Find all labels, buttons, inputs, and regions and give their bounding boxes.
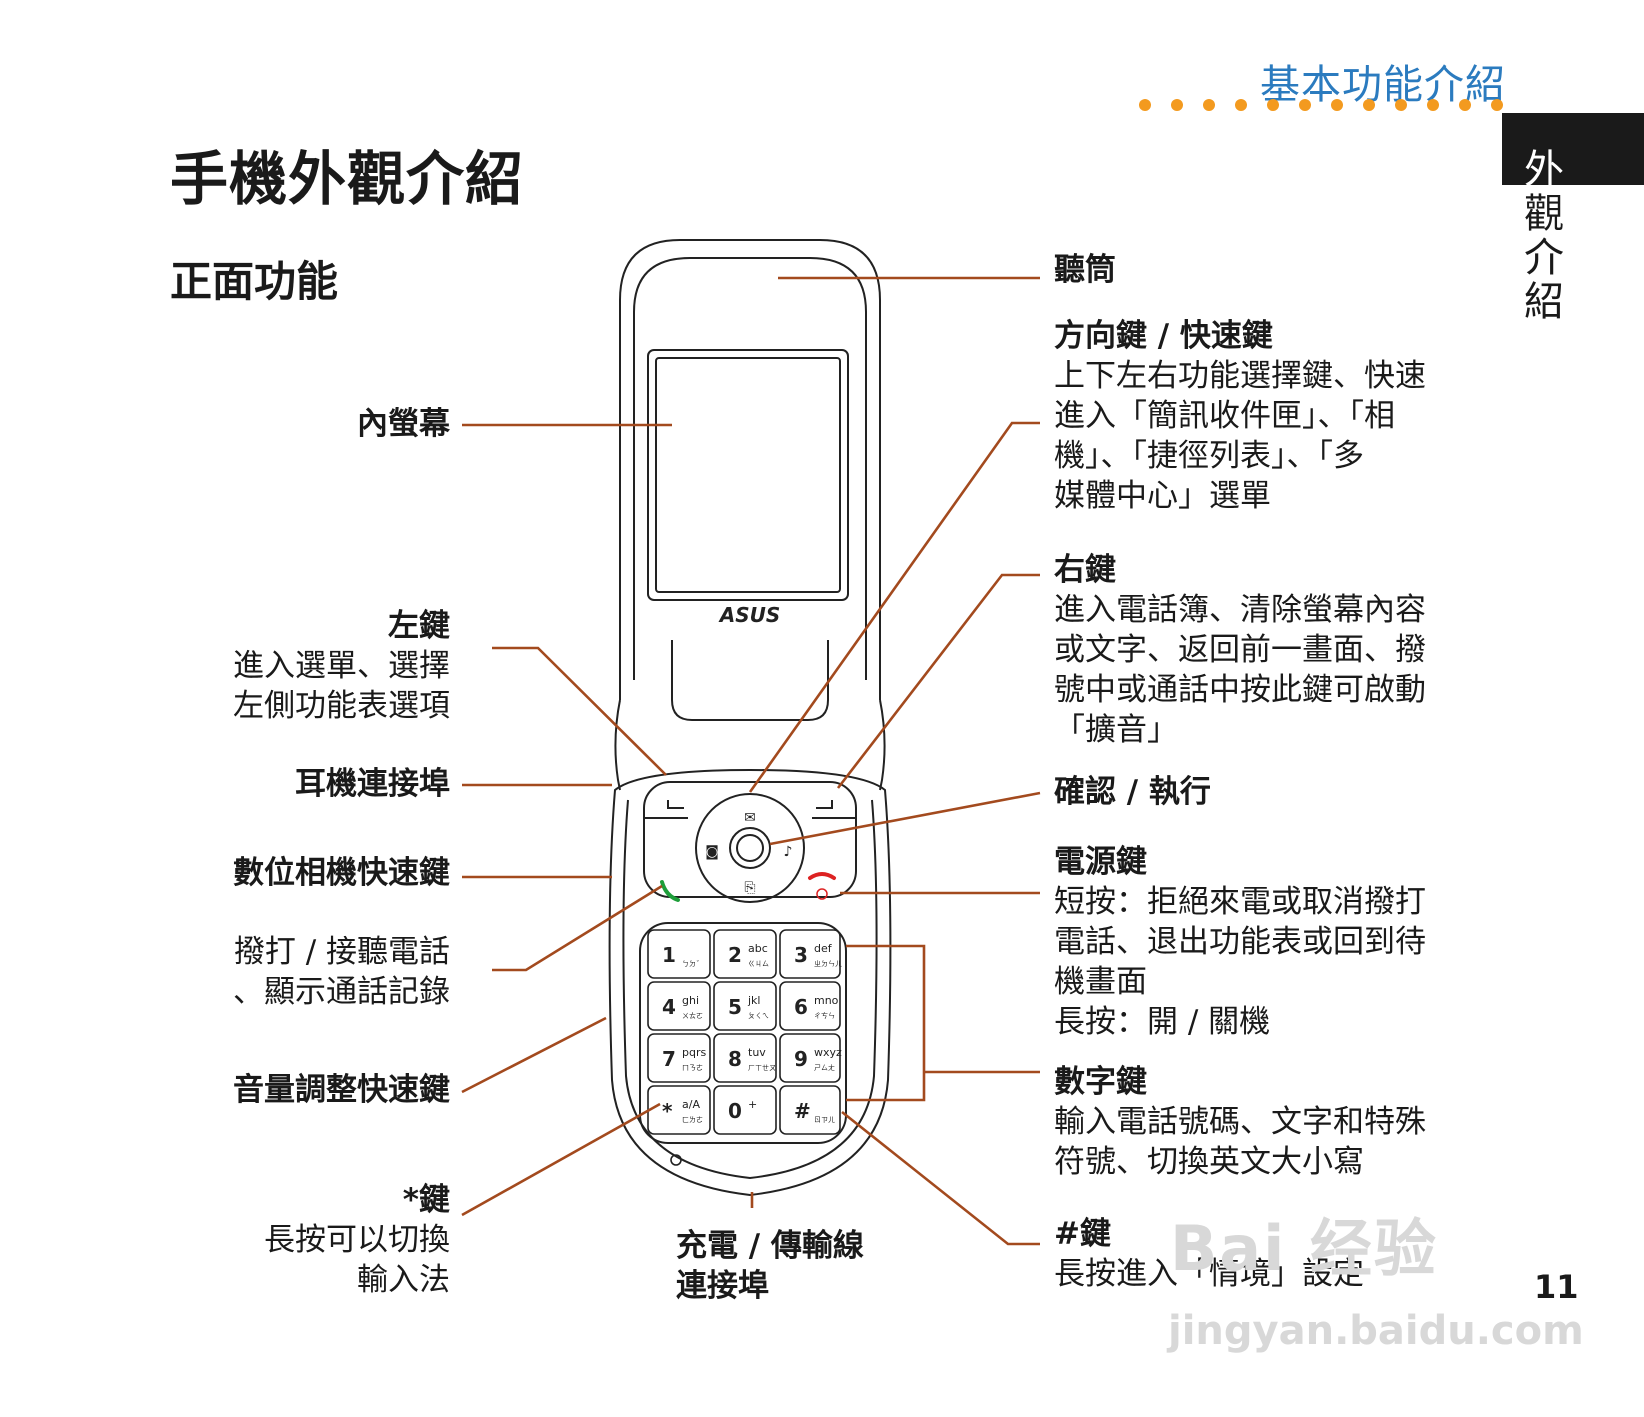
key-number: 6 — [794, 995, 808, 1019]
dot-divider — [1139, 99, 1503, 111]
call-icon — [660, 880, 680, 902]
multimedia-icon: ⎘ — [744, 880, 755, 896]
key-letters: tuv — [748, 1046, 766, 1059]
label-right-softkey: 右鍵 進入電話簿、清除螢幕內容 或文字、返回前一畫面、撥 號中或通話中按此鍵可啟… — [1054, 552, 1426, 748]
hinge — [671, 640, 829, 721]
key-bopomofo: ㄔㄘㄣ — [814, 1011, 835, 1020]
key-bopomofo: ㄓㄉㄣㄦ — [814, 959, 842, 968]
key-letters: wxyz — [814, 1046, 842, 1059]
power-icon — [816, 888, 828, 900]
inner-screen — [655, 357, 841, 593]
key-bopomofo: ㄨㄊㄛ — [682, 1011, 703, 1020]
side-tab-char: 紹 — [1524, 279, 1564, 325]
phone-top-inner — [633, 257, 867, 680]
label-send-key: 撥打 / 接聽電話 、顯示通話記錄 — [233, 934, 450, 1010]
side-tab-char: 外 — [1524, 147, 1564, 193]
key-number: 8 — [728, 1047, 742, 1071]
key-number: 5 — [728, 995, 742, 1019]
key-letters: mno — [814, 994, 839, 1007]
key-letters: a/A — [682, 1098, 700, 1111]
phone-bottom-shell — [608, 768, 892, 1197]
key-letters: + — [748, 1098, 757, 1111]
key-bopomofo: ㄈㄌㄜ — [682, 1116, 703, 1124]
key-number: 2 — [728, 943, 742, 967]
side-tab-label: 外 觀 介 紹 — [1514, 148, 1574, 324]
key-letters: abc — [748, 942, 768, 955]
side-tab — [1502, 113, 1644, 185]
key-letters: pqrs — [682, 1046, 706, 1059]
watermark-logo: Bai 经验 — [1170, 1212, 1438, 1285]
page-title: 手機外觀介紹 — [170, 145, 525, 213]
nav-panel — [643, 781, 857, 898]
keypad-frame — [639, 922, 847, 1144]
label-headset-jack: 耳機連接埠 — [295, 766, 450, 802]
shortcut-icon: ♪ — [784, 844, 793, 860]
key-bopomofo: ㄏㄒㄝㄡ — [748, 1064, 776, 1072]
key-number: 4 — [662, 995, 676, 1019]
dpad-ring — [695, 793, 805, 903]
key-bopomofo: ㄅㄉˇ — [682, 959, 700, 968]
label-power-key: 電源鍵 短按：拒絕來電或取消撥打 電話、退出功能表或回到待 機畫面 長按：開 /… — [1054, 844, 1426, 1040]
ok-key — [729, 827, 771, 869]
key-number: * — [662, 1099, 673, 1123]
label-ok-key: 確認 / 執行 — [1054, 774, 1211, 810]
key-number: 9 — [794, 1047, 808, 1071]
key-number: 3 — [794, 943, 808, 967]
key-letters: jkl — [747, 994, 760, 1007]
label-inner-screen: 內螢幕 — [357, 406, 450, 442]
section-subtitle: 正面功能 — [170, 257, 339, 306]
key-number: 7 — [662, 1047, 676, 1071]
brand-logo: ASUS — [718, 603, 781, 627]
key-bopomofo: ㄖㄗㄦ — [814, 1116, 835, 1124]
label-camera-key: 數位相機快速鍵 — [233, 855, 450, 891]
keypad-labels: 1 ㄅㄉˇ 2 abc ㄍㄐㄙ 3 def ㄓㄉㄣㄦ 4 ghi ㄨㄊㄛ 5 jkl ㄆㄑㄟ 6 mno ㄔㄘㄣ… — [662, 942, 842, 1124]
key-bopomofo: ㄇㄋㄜ — [682, 1064, 703, 1072]
side-tab-char: 觀 — [1524, 191, 1564, 237]
end-call-icon — [808, 872, 836, 880]
camera-icon: ◙ — [705, 844, 719, 860]
key-bopomofo: ㄍㄐㄙ — [748, 960, 769, 968]
key-bopomofo: ㄆㄑㄟ — [748, 1012, 769, 1020]
message-icon: ✉ — [744, 810, 756, 826]
label-earpiece: 聽筒 — [1054, 252, 1116, 288]
phone-top-shell — [619, 239, 881, 700]
label-left-softkey: 左鍵 進入選單、選擇 左側功能表選項 — [233, 608, 450, 724]
key-letters: ghi — [682, 994, 699, 1007]
inner-screen-frame — [647, 349, 849, 601]
key-bopomofo: ㄕㄙㄤ — [814, 1063, 835, 1072]
label-volume-key: 音量調整快速鍵 — [233, 1072, 450, 1108]
key-number: # — [794, 1099, 811, 1123]
label-hash-key: #鍵 長按進入「情境」設定 — [1054, 1216, 1364, 1292]
label-nav-keys: 方向鍵 / 快速鍵 上下左右功能選擇鍵、快速 進入「簡訊收件匣」、「相 機」、「… — [1054, 318, 1426, 514]
label-star-key: *鍵 長按可以切換 輸入法 — [264, 1182, 450, 1298]
watermark-url: jingyan.baidu.com — [1168, 1308, 1584, 1354]
side-tab-char: 介 — [1524, 235, 1564, 281]
page-number: 11 — [1534, 1268, 1579, 1306]
key-number: 1 — [662, 943, 676, 967]
key-number: 0 — [728, 1099, 742, 1123]
label-charging-port: 充電 / 傳輸線 連接埠 — [676, 1228, 864, 1304]
label-number-keys: 數字鍵 輸入電話號碼、文字和特殊 符號、切換英文大小寫 — [1054, 1064, 1426, 1180]
key-letters: def — [814, 942, 833, 955]
